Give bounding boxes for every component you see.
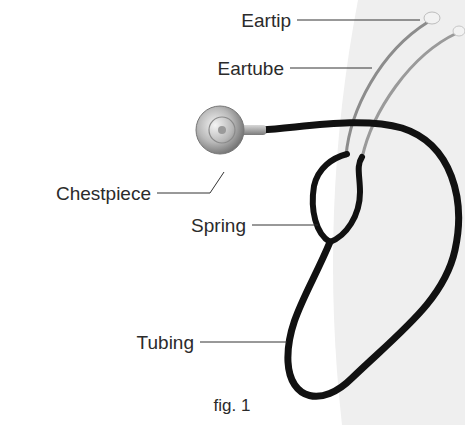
part-label: Tubing	[137, 333, 194, 352]
part-label: Eartip	[241, 11, 291, 30]
leader-line	[157, 172, 224, 193]
leader-line	[252, 225, 318, 226]
chestpiece	[196, 106, 244, 154]
spring	[313, 154, 347, 242]
eartip	[453, 26, 465, 36]
background-panel	[333, 0, 465, 425]
figure-caption: fig. 1	[214, 397, 251, 414]
eartip	[424, 12, 440, 24]
tubing	[262, 123, 459, 397]
chestpiece-ring	[209, 117, 235, 143]
spring	[330, 157, 362, 242]
chestpiece-center	[218, 126, 226, 134]
part-label: Chestpiece	[56, 184, 151, 203]
leader-line	[297, 20, 420, 21]
part-label: Spring	[191, 216, 246, 235]
leader-line	[200, 342, 287, 343]
leader-line	[290, 68, 372, 69]
part-label: Eartube	[217, 59, 284, 78]
eartube	[362, 33, 457, 158]
